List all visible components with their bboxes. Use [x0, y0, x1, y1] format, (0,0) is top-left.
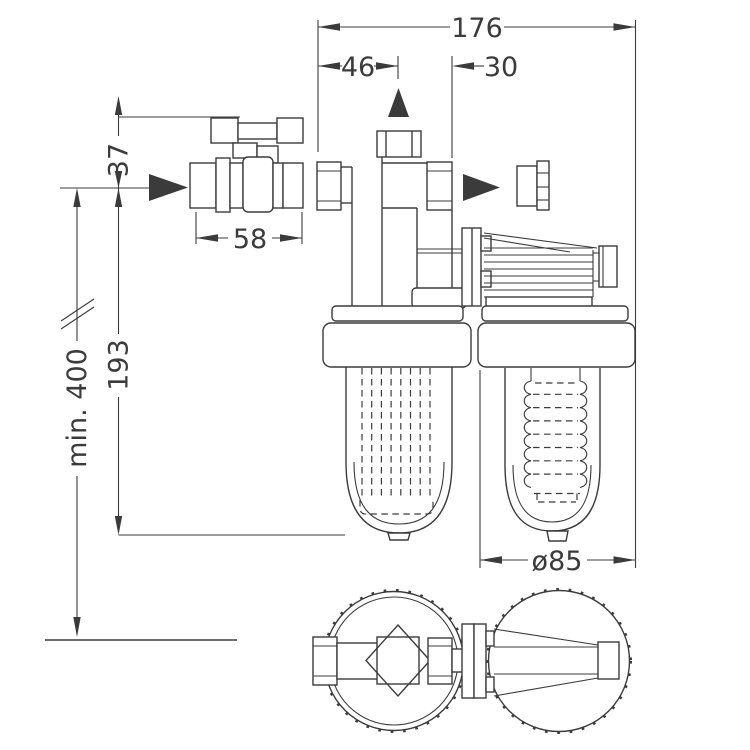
- valve-inlet-thread: [189, 162, 217, 209]
- break-symbol: [60, 306, 95, 330]
- outlet-plug-thread: [516, 165, 538, 207]
- up-arrow-icon: [114, 96, 123, 115]
- valve-hex-square: [376, 636, 420, 685]
- dosing-plan: [461, 623, 620, 699]
- ring-nuts: [322, 305, 636, 368]
- dim-label-min-400: min. 400: [62, 348, 93, 468]
- dosing-head-front: [461, 227, 618, 308]
- left-bowl-nub: [387, 532, 411, 541]
- valve-body: [242, 156, 274, 213]
- outlet-union-nut: [426, 161, 453, 211]
- right-bowl-outline: [487, 589, 631, 733]
- valve-hex-diamond: [365, 623, 431, 698]
- dimension-center-to-bowl-bottom: 193: [104, 184, 345, 536]
- dim-label-30: 30: [484, 52, 518, 83]
- dim-label-176: 176: [451, 13, 503, 44]
- right-filter-cartridge: [523, 368, 588, 503]
- dimension-bowl-diameter: ø85: [479, 370, 636, 577]
- break-symbol: [60, 298, 95, 322]
- valve-outlet-thread: [282, 162, 304, 209]
- dim-label-58: 58: [233, 224, 267, 255]
- outlet-plug-cap: [536, 160, 550, 211]
- ball-valve-front: [189, 117, 304, 213]
- left-knurled-ring-nut: [322, 322, 472, 368]
- right-filter-bowl: [504, 368, 601, 542]
- filter-head-front: [316, 130, 550, 309]
- dimension-min-clearance: min. 400: [45, 187, 237, 641]
- valve-plan: [312, 623, 464, 698]
- dimension-inlet-to-center: 46: [318, 52, 399, 83]
- valve-handle-left: [210, 117, 239, 144]
- right-bowl-nub: [546, 530, 569, 542]
- dim-arrow-right: [613, 23, 636, 31]
- bottom-plan-view: [312, 588, 632, 734]
- dim-label-dia85: ø85: [532, 546, 583, 577]
- dim-label-193: 193: [104, 339, 135, 391]
- left-filter-cartridge: [359, 368, 434, 515]
- left-filter-bowl: [345, 367, 453, 541]
- vent-cap: [376, 130, 422, 158]
- right-knurled-ring-nut: [477, 322, 636, 368]
- valve-handle-bar: [237, 122, 278, 140]
- vent-arrow-icon: [388, 88, 409, 117]
- inlet-union-nut: [316, 161, 342, 211]
- valve-stem: [232, 142, 258, 159]
- dimension-valve-length: 58: [195, 212, 303, 255]
- dim-arrow-left: [318, 23, 340, 31]
- dimension-center-to-outlet: 30: [451, 52, 518, 158]
- flow-out-arrow-icon: [463, 174, 500, 201]
- dimension-handle-height: 37: [104, 96, 240, 188]
- valve-handle-end: [276, 117, 304, 144]
- dim-label-46: 46: [341, 52, 375, 83]
- dosing-knob-front: [598, 245, 618, 288]
- dosing-knob-plan: [597, 641, 620, 680]
- dimension-overall-width: 176: [317, 13, 637, 568]
- flow-in-arrow-icon: [149, 174, 188, 201]
